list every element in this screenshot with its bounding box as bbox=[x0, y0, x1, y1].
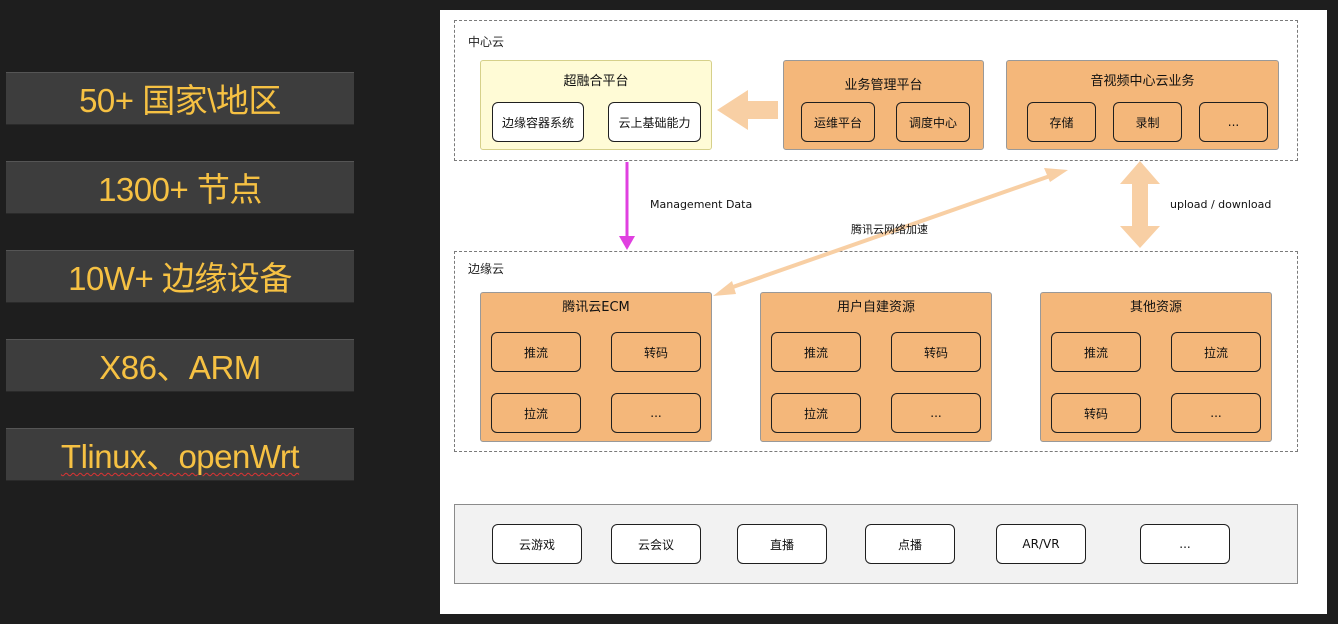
stat-text: 10W+ 边缘设备 bbox=[68, 260, 292, 297]
cloud-basic-node: 云上基础能力 bbox=[608, 102, 701, 142]
stat-os: Tlinux、openWrt bbox=[6, 428, 354, 481]
pull-node: 拉流 bbox=[771, 393, 861, 433]
pull-node: 拉流 bbox=[1171, 332, 1261, 372]
center-cloud-zone bbox=[454, 20, 1298, 161]
service-live: 直播 bbox=[737, 524, 827, 564]
edge-container-node: 边缘容器系统 bbox=[492, 102, 584, 142]
av-center-panel: 音视频中心云业务 存储 录制 ... bbox=[1006, 60, 1279, 150]
stat-arch: X86、ARM bbox=[6, 339, 354, 392]
service-cloud-gaming: 云游戏 bbox=[492, 524, 582, 564]
service-more: ... bbox=[1140, 524, 1230, 564]
av-center-title: 音视频中心云业务 bbox=[1090, 74, 1195, 89]
more-node: ... bbox=[1171, 393, 1261, 433]
architecture-diagram: 中心云 超融合平台 边缘容器系统 云上基础能力 业务管理平台 运维平台 调度中心… bbox=[440, 10, 1327, 614]
edge-cloud-label: 边缘云 bbox=[468, 262, 505, 276]
service-ar-vr: AR/VR bbox=[996, 524, 1086, 564]
arrows-layer bbox=[619, 90, 1160, 296]
more-node: ... bbox=[891, 393, 981, 433]
recording-node: 录制 bbox=[1113, 102, 1182, 142]
center-cloud-label: 中心云 bbox=[468, 35, 505, 49]
fusion-platform-panel: 超融合平台 边缘容器系统 云上基础能力 bbox=[480, 60, 712, 150]
stat-nodes: 1300+ 节点 bbox=[6, 161, 354, 214]
tencent-ecm-title: 腾讯云ECM bbox=[562, 300, 630, 315]
push-node: 推流 bbox=[771, 332, 861, 372]
more-node: ... bbox=[1199, 102, 1268, 142]
storage-node: 存储 bbox=[1027, 102, 1096, 142]
transcode-node: 转码 bbox=[891, 332, 981, 372]
acceleration-arrowhead-left bbox=[713, 281, 736, 296]
more-node: ... bbox=[611, 393, 701, 433]
business-platform-panel: 业务管理平台 运维平台 调度中心 bbox=[783, 60, 984, 150]
acceleration-line bbox=[729, 174, 1051, 290]
left-flow-arrow bbox=[717, 90, 778, 130]
transcode-node: 转码 bbox=[611, 332, 701, 372]
tencent-ecm-panel: 腾讯云ECM 推流 转码 拉流 ... bbox=[480, 292, 712, 442]
other-resources-panel: 其他资源 推流 拉流 转码 ... bbox=[1040, 292, 1272, 442]
push-node: 推流 bbox=[491, 332, 581, 372]
stat-devices: 10W+ 边缘设备 bbox=[6, 250, 354, 303]
scheduling-node: 调度中心 bbox=[896, 102, 970, 142]
management-data-label: Management Data bbox=[650, 198, 753, 211]
stat-countries: 50+ 国家\地区 bbox=[6, 72, 354, 125]
stat-text: Tlinux、openWrt bbox=[60, 438, 300, 475]
pull-node: 拉流 bbox=[491, 393, 581, 433]
management-data-arrowhead bbox=[619, 236, 635, 250]
acceleration-label: 腾讯云网络加速 bbox=[851, 223, 928, 236]
other-resources-title: 其他资源 bbox=[1129, 300, 1182, 315]
service-cloud-meeting: 云会议 bbox=[611, 524, 701, 564]
upload-download-arrow bbox=[1120, 161, 1160, 248]
acceleration-arrowhead-right bbox=[1044, 168, 1068, 182]
business-platform-title: 业务管理平台 bbox=[844, 78, 923, 93]
stat-text: X86、ARM bbox=[99, 349, 261, 386]
edge-cloud-zone bbox=[454, 251, 1298, 452]
stat-text: 1300+ 节点 bbox=[98, 171, 262, 208]
fusion-platform-title: 超融合平台 bbox=[563, 74, 629, 89]
push-node: 推流 bbox=[1051, 332, 1141, 372]
upload-download-label: upload / download bbox=[1170, 198, 1272, 211]
ops-platform-node: 运维平台 bbox=[801, 102, 875, 142]
user-built-title: 用户自建资源 bbox=[836, 300, 915, 315]
stat-text: 50+ 国家\地区 bbox=[79, 82, 281, 119]
service-vod: 点播 bbox=[865, 524, 955, 564]
transcode-node: 转码 bbox=[1051, 393, 1141, 433]
user-built-panel: 用户自建资源 推流 转码 拉流 ... bbox=[760, 292, 992, 442]
